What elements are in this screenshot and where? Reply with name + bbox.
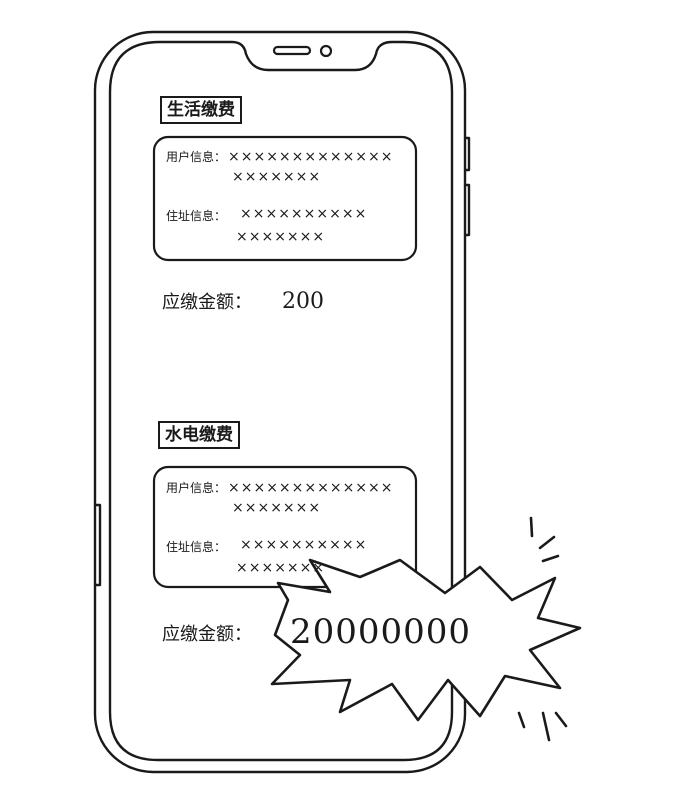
front-camera-icon [319,44,333,58]
address-info-value-line2: ××××××× [236,229,326,245]
side-button-left [93,503,102,587]
address-info-value-line1: ×××××××××× [240,206,368,222]
shock-mark [529,516,534,538]
side-button-right-1 [463,136,471,172]
shock-mark [538,535,556,550]
address-info-value-line1: ×××××××××× [240,537,368,553]
user-info-value-line1: ××××××××××××× [228,149,394,165]
section-title: 生活缴费 [160,96,242,124]
user-info-value-line2: ××××××× [232,500,322,516]
address-info-label: 住址信息： [166,540,227,554]
user-info-value-line1: ××××××××××××× [228,480,394,496]
section-title: 水电缴费 [158,421,240,449]
shock-mark [554,711,568,728]
speaker-icon [272,45,312,56]
amount-due-label: 应缴金额： [162,624,252,645]
user-info-label: 用户信息： [166,481,227,495]
shock-mark [517,711,526,729]
amount-due-value: 200 [282,289,324,314]
amount-due-label: 应缴金额： [162,292,252,313]
user-info-label: 用户信息： [166,150,227,164]
address-info-value-line2: ××××××× [236,560,326,576]
phone-screen-with-notch [108,40,454,762]
info-box-1-frame [152,135,418,262]
phone-outer-frame [93,30,467,774]
side-button-right-2 [463,183,471,237]
burst-bubble [270,558,582,722]
address-info-label: 住址信息： [166,209,227,223]
shock-mark [541,711,551,742]
user-info-value-line2: ××××××× [232,169,322,185]
shock-mark [541,554,560,563]
amount-due-value-burst: 20000000 [290,612,472,652]
